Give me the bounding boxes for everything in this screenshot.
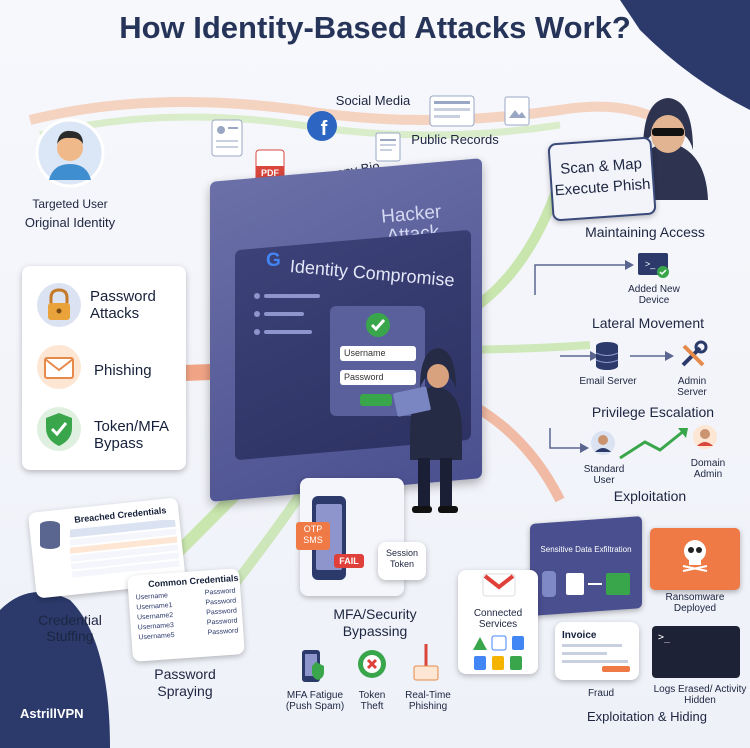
facebook-icon: f bbox=[307, 111, 337, 141]
terminal-prompt: >_ bbox=[658, 632, 671, 643]
svg-text:PDF: PDF bbox=[261, 168, 280, 178]
scan-line-1: Scan & Map bbox=[559, 155, 643, 178]
shield-check-icon bbox=[37, 407, 81, 451]
email-server-label: Email Server bbox=[579, 376, 637, 387]
phishing-hook-icon bbox=[413, 644, 439, 681]
privilege-escalation-title: Privilege Escalation bbox=[591, 404, 715, 420]
standard-user-label: Standard User bbox=[583, 464, 625, 486]
user-label-2: Original Identity bbox=[24, 215, 116, 230]
fail-badge: FAIL bbox=[334, 554, 364, 568]
new-device-label: Added New Device bbox=[628, 284, 680, 306]
google-g-icon: G bbox=[266, 250, 281, 271]
database-icon bbox=[595, 342, 619, 370]
lateral-movement-title: Lateral Movement bbox=[591, 315, 705, 331]
token-theft-icon bbox=[358, 650, 386, 678]
maintain-arrow bbox=[534, 260, 634, 295]
ransomware-label: Ransomware Deployed bbox=[665, 592, 725, 614]
user-label-1: Targeted User bbox=[32, 197, 108, 211]
invoice-title: Invoice bbox=[562, 630, 597, 641]
scan-map-card: Scan & Map Execute Phish bbox=[547, 136, 657, 222]
domain-admin-label: Domain Admin bbox=[690, 458, 726, 480]
password-spraying-label: Password Spraying bbox=[154, 666, 216, 699]
password-field[interactable]: Password bbox=[340, 370, 416, 385]
exploitation-title: Exploitation bbox=[613, 488, 687, 504]
google-apps-icon bbox=[473, 635, 524, 670]
exfil-label: Sensitive Data Exfiltration bbox=[540, 545, 632, 554]
session-token-label: Session Token bbox=[385, 548, 419, 569]
company-doc-icon bbox=[375, 132, 401, 162]
svg-text:>_: >_ bbox=[645, 259, 656, 269]
attack-label-password: Password Attacks bbox=[90, 288, 156, 322]
exfil-graphic bbox=[542, 571, 630, 597]
hacker-laptop-icon bbox=[393, 348, 462, 513]
lateral-arrows bbox=[560, 351, 674, 361]
attack-label-phishing: Phishing bbox=[94, 362, 152, 379]
username-field[interactable]: Username bbox=[340, 346, 416, 361]
mfa-bypassing-label: MFA/Security Bypassing bbox=[333, 606, 417, 639]
padlock-icon bbox=[37, 283, 81, 327]
login-submit-button[interactable] bbox=[360, 394, 392, 406]
invoice-lines bbox=[562, 644, 630, 672]
exploitation-hiding-title: Exploitation & Hiding bbox=[587, 709, 707, 724]
standard-user-icon bbox=[591, 431, 615, 455]
maintaining-access-title: Maintaining Access bbox=[585, 224, 705, 240]
check-icon bbox=[366, 313, 390, 337]
skull-icon bbox=[682, 540, 708, 572]
terminal-screen: >_ bbox=[652, 626, 740, 678]
tools-icon bbox=[681, 340, 708, 367]
mfa-fatigue-label: MFA Fatigue (Push Spam) bbox=[285, 690, 345, 712]
attack-label-token: Token/MFA Bypass bbox=[94, 418, 169, 452]
breach-table bbox=[70, 520, 180, 578]
public-records-label: Public Records bbox=[411, 132, 499, 147]
logs-label: Logs Erased/ Activity Hidden bbox=[653, 684, 747, 706]
resume-doc-icon bbox=[211, 119, 243, 157]
svg-text:f: f bbox=[321, 118, 328, 140]
token-theft-label: Token Theft bbox=[358, 690, 386, 712]
fraud-label: Fraud bbox=[587, 688, 615, 699]
scan-line-2: Execute Phish bbox=[554, 175, 652, 200]
session-token-card: Session Token bbox=[378, 542, 426, 580]
page-title: How Identity-Based Attacks Work? bbox=[119, 10, 631, 45]
new-device-icon: >_ bbox=[638, 253, 669, 278]
breach-db-icon bbox=[40, 521, 60, 549]
brand-logo: AstrillVPN bbox=[20, 706, 84, 721]
connected-services-label: Connected Services bbox=[473, 608, 523, 630]
public-records-icon bbox=[429, 95, 475, 127]
otp-sms-badge: OTP SMS bbox=[296, 522, 330, 550]
privilege-arrow bbox=[549, 428, 688, 460]
mfa-fatigue-icon bbox=[302, 650, 324, 682]
domain-admin-icon bbox=[693, 425, 717, 449]
social-media-label: Social Media bbox=[335, 93, 411, 108]
envelope-icon bbox=[37, 345, 81, 389]
gmail-icon bbox=[482, 573, 516, 597]
credential-stuffing-label: Credential Stuffing bbox=[38, 612, 102, 644]
console-lines bbox=[254, 293, 320, 335]
realtime-phishing-label: Real-Time Phishing bbox=[405, 690, 451, 712]
admin-server-label: Admin Server bbox=[677, 376, 707, 398]
image-doc-icon bbox=[504, 96, 530, 126]
user-avatar-icon bbox=[35, 118, 105, 188]
